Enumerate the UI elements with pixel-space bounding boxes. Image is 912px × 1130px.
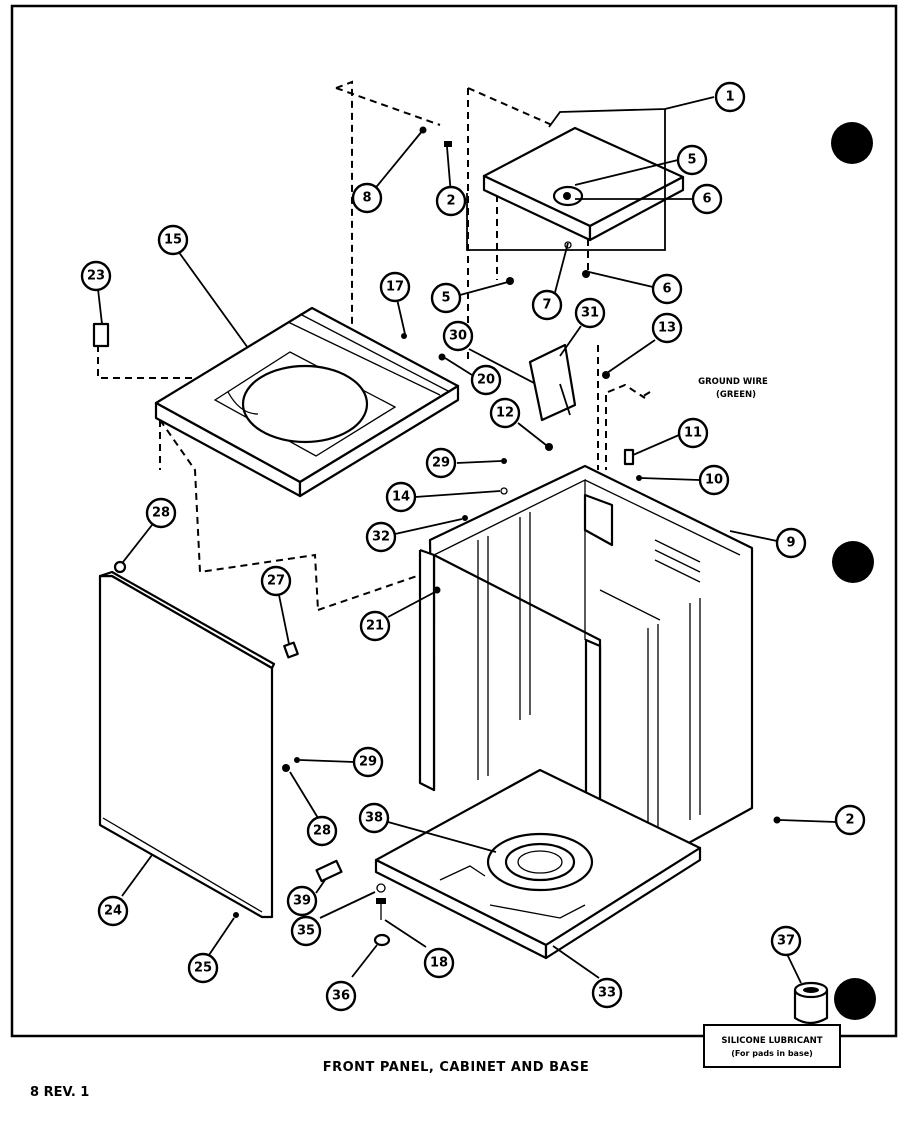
callout-28b: 28 xyxy=(306,815,338,847)
svg-text:38: 38 xyxy=(365,811,383,826)
callout-29b: 29 xyxy=(352,746,384,778)
base xyxy=(374,768,702,960)
lid xyxy=(482,126,685,249)
figure-caption: FRONT PANEL, CABINET AND BASE xyxy=(322,1060,590,1075)
svg-text:5: 5 xyxy=(687,153,696,168)
svg-text:9: 9 xyxy=(786,536,795,551)
silicone-lubricant-note: SILICONE LUBRICANT (For pads in base) xyxy=(703,1024,841,1068)
callout-30: 30 xyxy=(442,320,474,352)
page-border xyxy=(10,4,898,1038)
svg-text:18: 18 xyxy=(430,956,448,971)
binder-hole-top xyxy=(831,122,873,164)
svg-text:10: 10 xyxy=(705,473,723,488)
callout-14: 14 xyxy=(385,481,417,513)
svg-text:32: 32 xyxy=(372,530,390,545)
callout-27: 27 xyxy=(260,565,292,597)
svg-text:28: 28 xyxy=(152,506,170,521)
callout-25: 25 xyxy=(187,952,219,984)
callout-35: 35 xyxy=(290,915,322,947)
ground-wire-label: GROUND WIRE xyxy=(698,377,768,387)
callout-9: 9 xyxy=(775,527,807,559)
svg-text:13: 13 xyxy=(658,321,676,336)
svg-text:2: 2 xyxy=(845,813,854,828)
svg-text:12: 12 xyxy=(496,406,514,421)
callout-32: 32 xyxy=(365,521,397,553)
lubricant-title: SILICONE LUBRICANT xyxy=(721,1036,822,1046)
svg-text:5: 5 xyxy=(441,291,450,306)
cabinet xyxy=(418,464,754,894)
svg-text:35: 35 xyxy=(297,924,315,939)
callout-36: 36 xyxy=(325,980,357,1012)
svg-text:29: 29 xyxy=(359,755,377,770)
callout-2b: 2 xyxy=(834,804,866,836)
svg-text:6: 6 xyxy=(702,192,711,207)
ground-wire-note: GROUND WIRE (GREEN) xyxy=(698,377,768,400)
callout-10: 10 xyxy=(698,464,730,496)
callout-39: 39 xyxy=(286,885,318,917)
callout-23: 23 xyxy=(80,260,112,292)
svg-text:20: 20 xyxy=(477,373,495,388)
callout-8a: 8 xyxy=(351,182,383,214)
svg-text:37: 37 xyxy=(777,934,795,949)
callout-5b: 5 xyxy=(430,282,462,314)
svg-text:28: 28 xyxy=(313,824,331,839)
callout-7: 7 xyxy=(531,289,563,321)
callout-33: 33 xyxy=(591,977,623,1009)
ground-wire-color: (GREEN) xyxy=(716,390,756,400)
binder-hole-bottom xyxy=(834,978,876,1020)
main-top xyxy=(154,306,460,498)
svg-text:39: 39 xyxy=(293,894,311,909)
callout-18: 18 xyxy=(423,947,455,979)
callout-37: 37 xyxy=(770,925,802,957)
callout-24: 24 xyxy=(97,895,129,927)
svg-text:6: 6 xyxy=(662,282,671,297)
svg-text:23: 23 xyxy=(87,269,105,284)
svg-text:24: 24 xyxy=(104,904,122,919)
svg-text:27: 27 xyxy=(267,574,285,589)
callouts: 1 5 6 8 2 5 7 6 15 23 17 20 30 31 13 12 … xyxy=(80,81,866,1012)
callout-17: 17 xyxy=(379,271,411,303)
callout-31: 31 xyxy=(574,297,606,329)
svg-text:15: 15 xyxy=(164,233,182,248)
svg-text:17: 17 xyxy=(386,280,404,295)
lubricant-can xyxy=(793,981,829,1025)
callout-6a: 6 xyxy=(691,183,723,215)
binder-hole-middle xyxy=(832,541,874,583)
callout-13: 13 xyxy=(651,312,683,344)
svg-text:7: 7 xyxy=(542,298,551,313)
svg-text:30: 30 xyxy=(449,329,467,344)
callout-1: 1 xyxy=(714,81,746,113)
callout-6b: 6 xyxy=(651,273,683,305)
assembly-dash-lines xyxy=(97,80,651,611)
callout-38: 38 xyxy=(358,802,390,834)
hardware xyxy=(92,126,781,947)
leader-lines xyxy=(97,96,837,984)
front-panel xyxy=(98,570,299,919)
callout-2a: 2 xyxy=(435,185,467,217)
svg-text:14: 14 xyxy=(392,490,410,505)
callout-15: 15 xyxy=(157,224,189,256)
revision-label: 8 REV. 1 xyxy=(30,1085,90,1100)
svg-text:2: 2 xyxy=(446,194,455,209)
svg-text:33: 33 xyxy=(598,986,616,1001)
svg-text:21: 21 xyxy=(366,619,384,634)
callout-21: 21 xyxy=(359,610,391,642)
callout-12: 12 xyxy=(489,397,521,429)
callout-11: 11 xyxy=(677,417,709,449)
svg-text:1: 1 xyxy=(725,90,734,105)
svg-text:8: 8 xyxy=(362,191,371,206)
callout-28a: 28 xyxy=(145,497,177,529)
svg-text:29: 29 xyxy=(432,456,450,471)
svg-text:31: 31 xyxy=(581,306,599,321)
callout-29a: 29 xyxy=(425,447,457,479)
svg-text:25: 25 xyxy=(194,961,212,976)
svg-text:11: 11 xyxy=(684,426,702,441)
callout-20: 20 xyxy=(470,364,502,396)
callout-5a: 5 xyxy=(676,144,708,176)
lubricant-subtitle: (For pads in base) xyxy=(731,1049,813,1058)
svg-text:36: 36 xyxy=(332,989,350,1004)
